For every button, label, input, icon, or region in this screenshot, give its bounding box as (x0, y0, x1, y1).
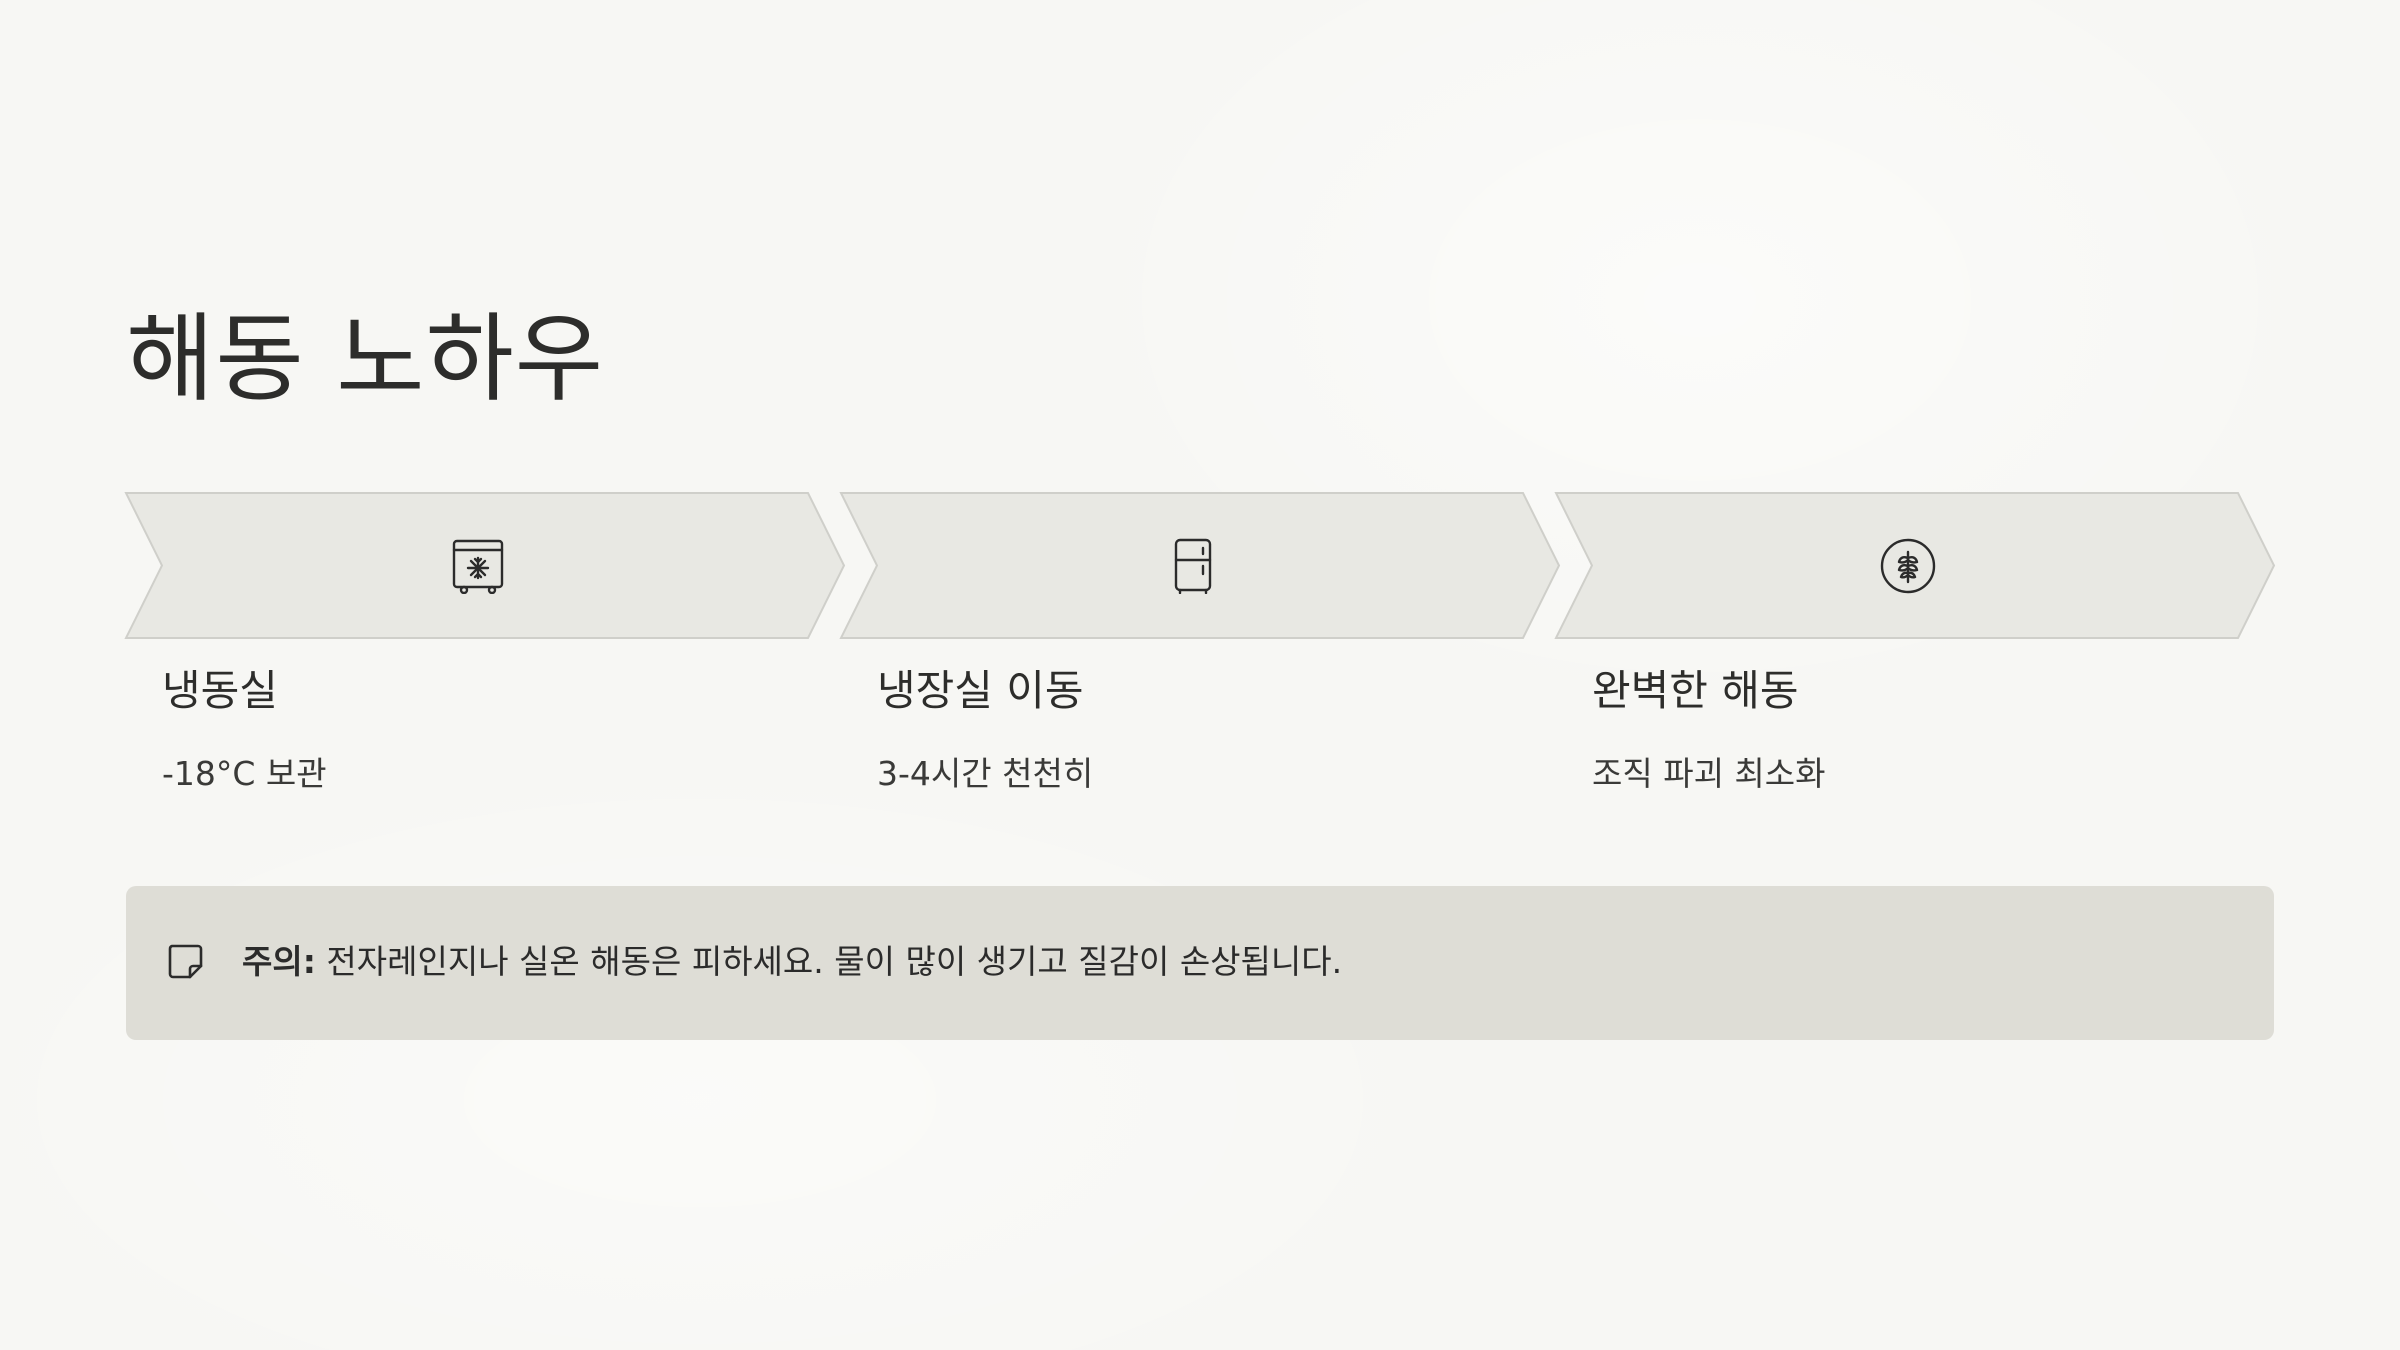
notice-message: 전자레인지나 실온 해동은 피하세요. 물이 많이 생기고 질감이 손상됩니다. (315, 942, 1343, 981)
step-description: 조직 파괴 최소화 (1592, 754, 1826, 793)
caution-notice: 주의: 전자레인지나 실온 해동은 피하세요. 물이 많이 생기고 질감이 손상… (126, 886, 2274, 1040)
notice-label: 주의: (242, 942, 316, 981)
step-chevron (839, 492, 1561, 639)
refrigerator-icon (1165, 538, 1221, 594)
step-title: 냉장실 이동 (877, 666, 1084, 715)
leaf-badge-icon (1880, 538, 1936, 594)
step-refrigerator: 냉장실 이동 3-4시간 천천히 (839, 492, 1561, 813)
page-title: 해동 노하우 (126, 303, 605, 415)
freezer-icon (450, 538, 506, 594)
step-chevron (124, 492, 846, 639)
note-icon (166, 942, 206, 982)
step-description: 3-4시간 천천히 (877, 754, 1094, 793)
step-title: 냉동실 (162, 666, 278, 715)
process-steps: 냉동실 -18°C 보관 냉장실 이동 3-4시간 천천히 (124, 492, 2276, 813)
notice-text: 주의: 전자레인지나 실온 해동은 피하세요. 물이 많이 생기고 질감이 손상… (242, 938, 1342, 986)
step-freezer: 냉동실 -18°C 보관 (124, 492, 846, 813)
step-thawed: 완벽한 해동 조직 파괴 최소화 (1554, 492, 2276, 813)
step-title: 완벽한 해동 (1592, 666, 1799, 715)
step-description: -18°C 보관 (162, 754, 327, 793)
